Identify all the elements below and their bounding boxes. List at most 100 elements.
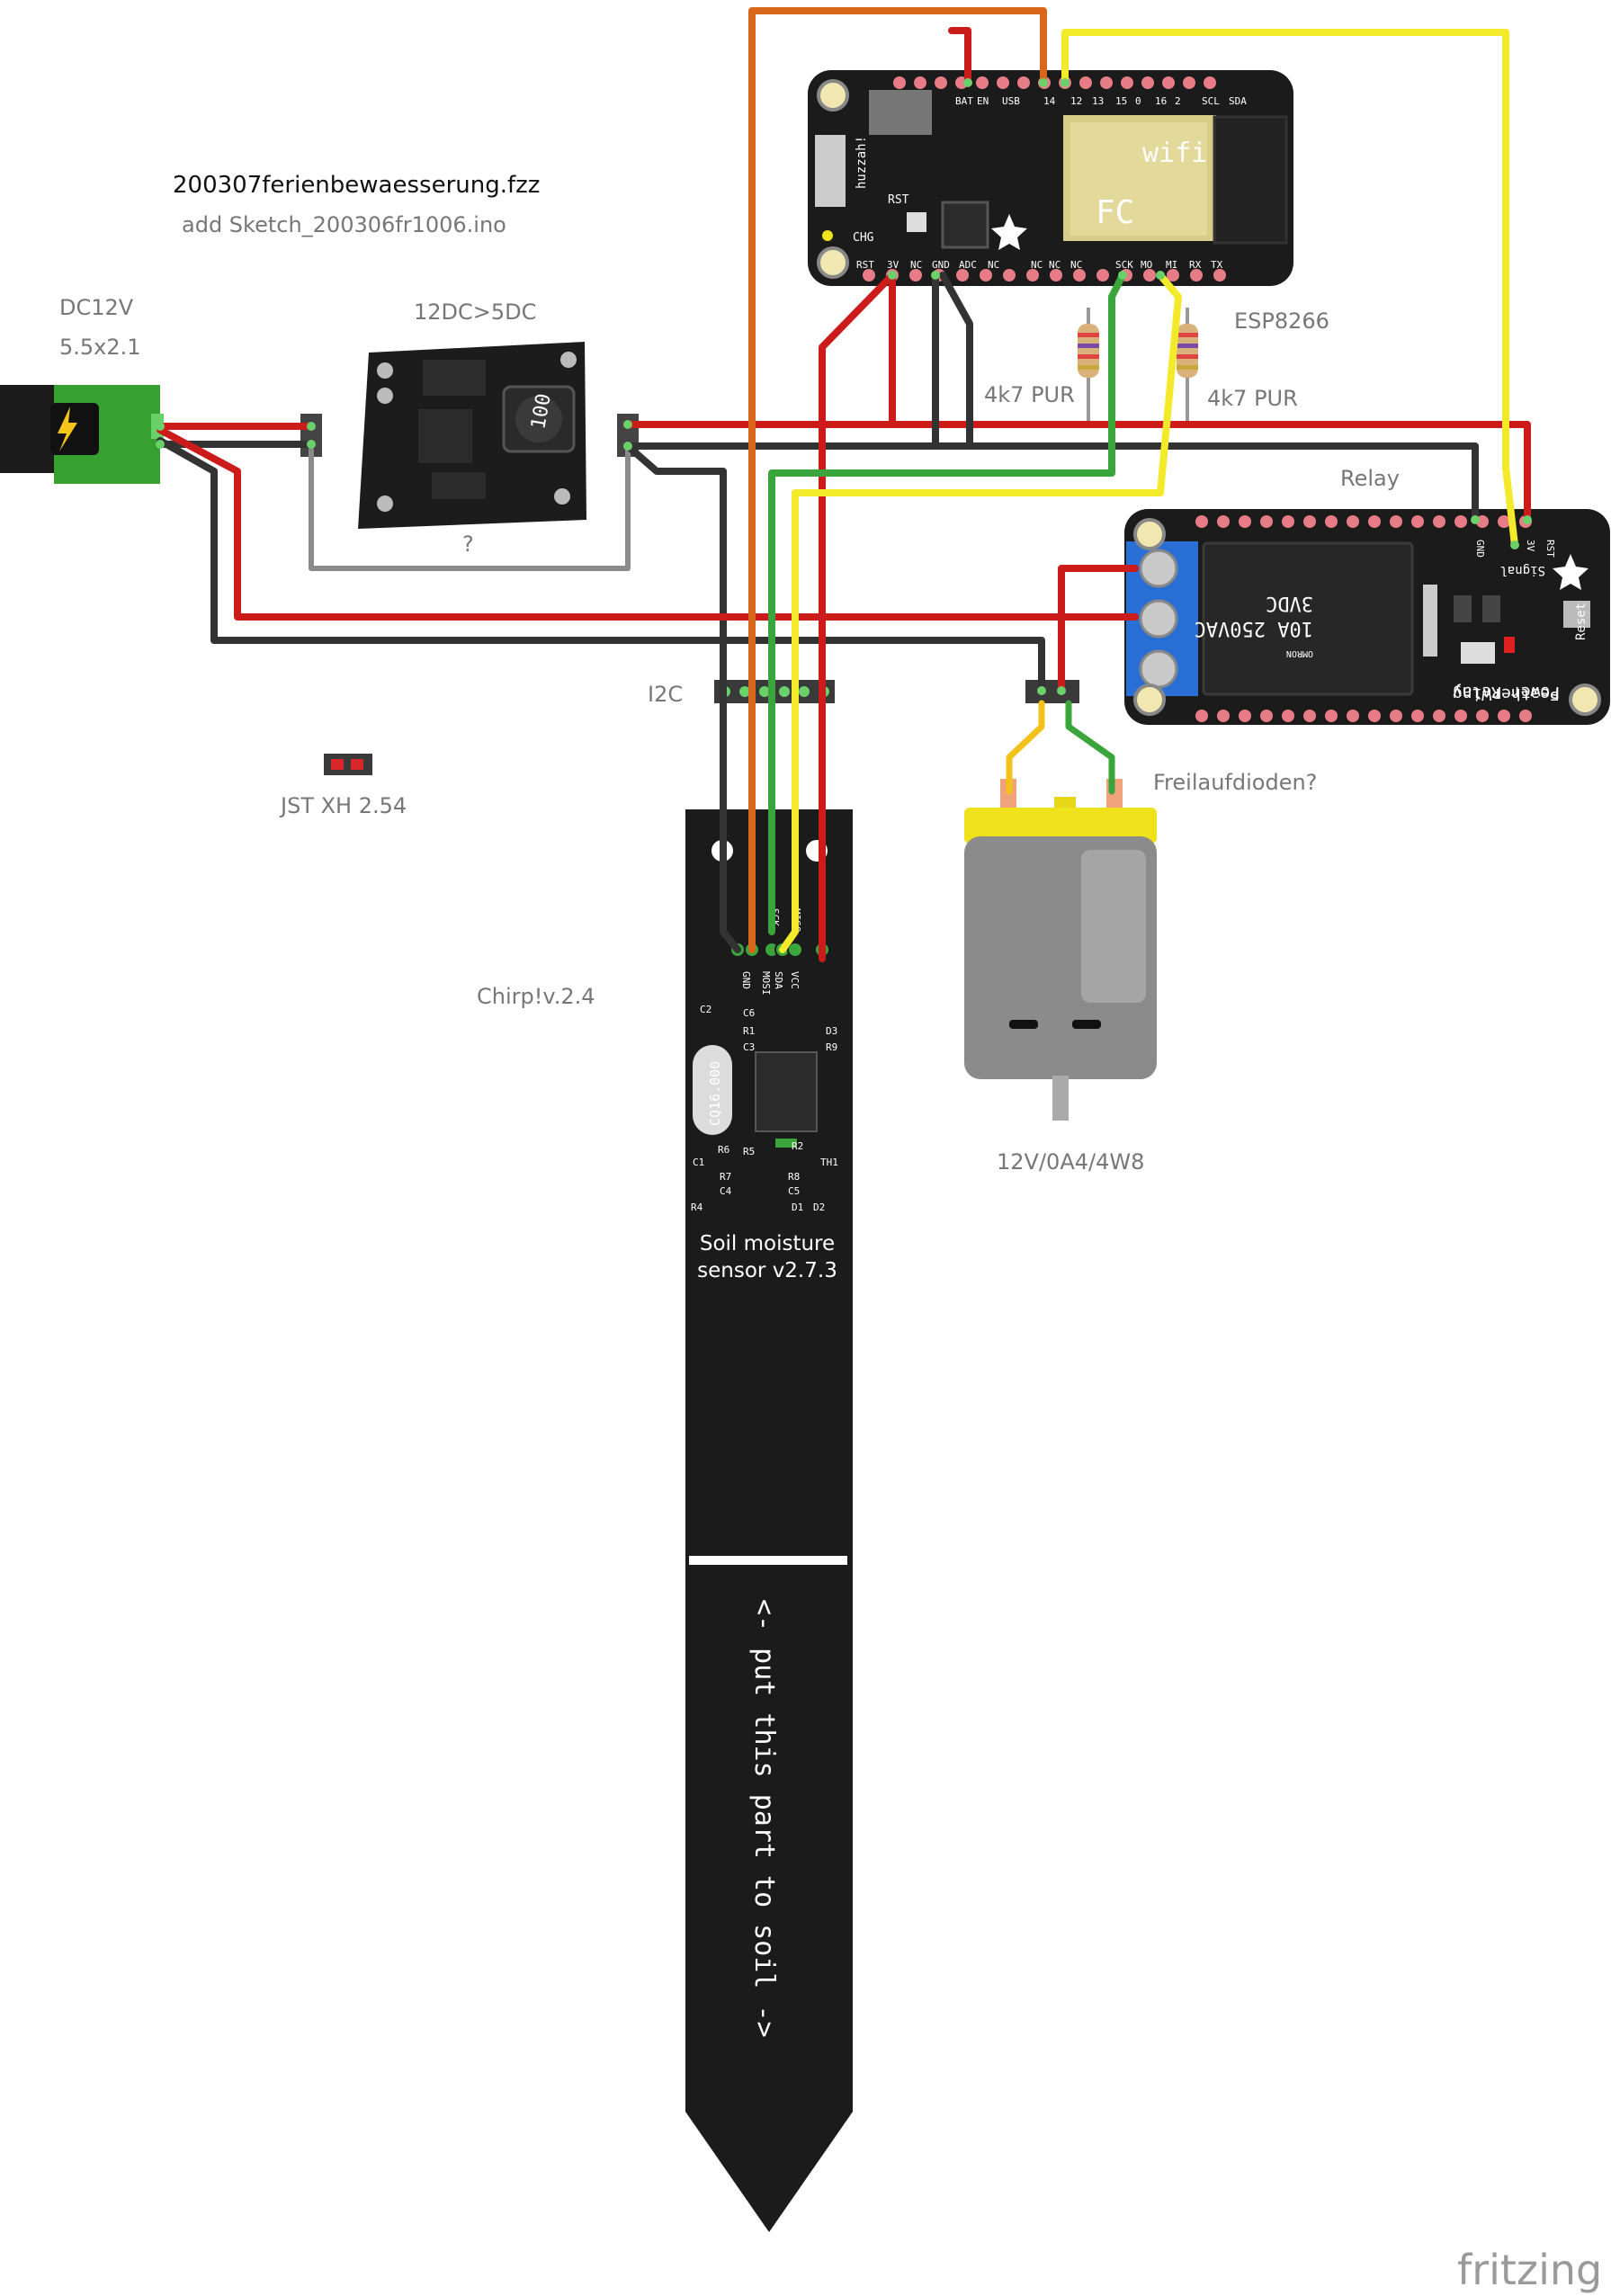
esp-bottom-pin[interactable] — [956, 269, 969, 281]
wire-endpoint — [1061, 78, 1070, 87]
wire-gray-converter-loop[interactable] — [309, 447, 631, 571]
esp8266-board[interactable]: wifi FC huzzah! RST CHG — [808, 70, 1293, 286]
jst-label: JST XH 2.54 — [279, 793, 407, 818]
esp-top-pin[interactable] — [1162, 76, 1175, 89]
esp-bottom-pin[interactable] — [909, 269, 922, 281]
wire-yellow-scl[interactable] — [779, 272, 1182, 953]
relay-bottom-pin[interactable] — [1325, 710, 1338, 722]
wire-green-motor-lead[interactable] — [1065, 700, 1115, 795]
dc-motor[interactable] — [964, 779, 1157, 1121]
wire-red-jack-relay[interactable] — [157, 426, 1139, 621]
wire-black-jack-motor[interactable] — [157, 437, 1045, 694]
relay-bottom-pin[interactable] — [1411, 710, 1424, 722]
relay-bottom-pin[interactable] — [1239, 710, 1251, 722]
i2c-pin[interactable] — [759, 686, 770, 697]
relay-bottom-pin[interactable] — [1519, 710, 1532, 722]
esp-bottom-pin[interactable] — [1026, 269, 1039, 281]
wire-yellow-motor-lead[interactable] — [1006, 700, 1045, 795]
esp-top-pin[interactable] — [893, 76, 906, 89]
relay-bottom-pin-header[interactable] — [1195, 710, 1532, 722]
relay-top-pin[interactable] — [1390, 515, 1402, 528]
relay-top-pin[interactable] — [1239, 515, 1251, 528]
relay-reset-button[interactable] — [1563, 601, 1590, 628]
relay-top-pin[interactable] — [1260, 515, 1273, 528]
esp-top-pin[interactable] — [914, 76, 926, 89]
esp-top-pin[interactable] — [997, 76, 1009, 89]
terminal-screw-1[interactable] — [1139, 549, 1178, 588]
soil-moisture-sensor[interactable]: CQ16.000 Soil moisture sensor v2.7.3 <- … — [685, 809, 853, 2232]
relay-bottom-pin[interactable] — [1282, 710, 1294, 722]
i2c-pin[interactable] — [779, 686, 790, 697]
pullup-resistor-1[interactable] — [1078, 308, 1099, 423]
esp-top-pin[interactable] — [1141, 76, 1154, 89]
wire-red-5v-bus[interactable] — [624, 421, 1531, 523]
esp-bottom-pin[interactable] — [980, 269, 992, 281]
wire-black-gnd-bus[interactable] — [624, 442, 1479, 523]
pullup-resistor-2[interactable] — [1177, 308, 1198, 423]
sensor-component-label: R4 — [691, 1202, 703, 1213]
esp-top-pin[interactable] — [1017, 76, 1030, 89]
relay-bottom-pin[interactable] — [1433, 710, 1445, 722]
wire-red-3v-esp-top[interactable] — [948, 27, 971, 83]
esp-top-pin[interactable] — [935, 76, 947, 89]
relay-top-pin[interactable] — [1195, 515, 1208, 528]
wire-green-sda[interactable] — [768, 272, 1126, 935]
esp-label: ESP8266 — [1234, 308, 1329, 334]
terminal-screw-2[interactable] — [1139, 599, 1178, 639]
wire-yellow-relay-signal[interactable] — [1061, 29, 1518, 549]
esp-bottom-pin[interactable] — [1073, 269, 1086, 281]
esp-top-pin[interactable] — [1079, 76, 1092, 89]
relay-top-pin[interactable] — [1433, 515, 1445, 528]
relay-bottom-pin[interactable] — [1476, 710, 1489, 722]
relay-top-pin-header[interactable] — [1195, 515, 1532, 528]
esp-bottom-pin-label: NC — [1049, 259, 1061, 271]
esp-bottom-pin[interactable] — [1096, 269, 1109, 281]
i2c-pin[interactable] — [739, 686, 750, 697]
wire-orange-sck[interactable] — [748, 7, 1047, 953]
relay-top-pin[interactable] — [1217, 515, 1230, 528]
esp-bottom-pin-label: SCK — [1115, 259, 1133, 271]
relay-top-pin[interactable] — [1347, 515, 1359, 528]
dc-jack[interactable] — [0, 385, 164, 484]
sensor-pad[interactable] — [787, 942, 803, 958]
esp-bottom-pin[interactable] — [1003, 269, 1016, 281]
relay-board[interactable]: 3VDC 10A 250VAC OMRON Signal Reset Power… — [1124, 509, 1610, 725]
esp-top-pin[interactable] — [1121, 76, 1133, 89]
relay-bottom-pin[interactable] — [1347, 710, 1359, 722]
i2c-pin[interactable] — [799, 686, 810, 697]
esp-bottom-pin[interactable] — [1143, 269, 1156, 281]
relay-top-pin[interactable] — [1368, 515, 1381, 528]
esp-bottom-pin[interactable] — [863, 269, 875, 281]
wire-red-relay-motor[interactable] — [1058, 565, 1139, 694]
relay-top-pin[interactable] — [1282, 515, 1294, 528]
relay-top-pin[interactable] — [1498, 515, 1510, 528]
motor-header[interactable] — [1025, 680, 1079, 703]
esp-bottom-pin[interactable] — [1213, 269, 1226, 281]
esp-top-pin[interactable] — [1204, 76, 1216, 89]
wire-black-i2c-gnd[interactable] — [624, 442, 741, 953]
wire-black-esp-gnd[interactable] — [939, 272, 973, 450]
jst-connector[interactable] — [324, 754, 372, 775]
esp-top-pin[interactable] — [1100, 76, 1113, 89]
esp-bottom-pin[interactable] — [1050, 269, 1062, 281]
relay-bottom-pin[interactable] — [1260, 710, 1273, 722]
relay-top-pin[interactable] — [1303, 515, 1316, 528]
relay-bottom-pin[interactable] — [1454, 710, 1467, 722]
relay-bottom-pin[interactable] — [1303, 710, 1316, 722]
relay-top-pin[interactable] — [1411, 515, 1424, 528]
relay-bottom-pin[interactable] — [1498, 710, 1510, 722]
relay-bottom-pin[interactable] — [1368, 710, 1381, 722]
terminal-screw-3[interactable] — [1139, 649, 1178, 689]
relay-bottom-pin[interactable] — [1390, 710, 1402, 722]
esp-top-pin[interactable] — [1183, 76, 1195, 89]
esp-bottom-pin-header[interactable] — [863, 269, 1226, 281]
relay-bottom-pin[interactable] — [1217, 710, 1230, 722]
esp-bottom-pin[interactable] — [1190, 269, 1203, 281]
esp-top-pin[interactable] — [976, 76, 989, 89]
esp-bottom-pin[interactable] — [1167, 269, 1179, 281]
relay-bottom-pin[interactable] — [1195, 710, 1208, 722]
converter-module[interactable]: 100 — [358, 342, 586, 529]
wire-red-3v-sensor[interactable] — [819, 272, 896, 962]
relay-top-pin[interactable] — [1325, 515, 1338, 528]
relay-top-pin[interactable] — [1454, 515, 1467, 528]
